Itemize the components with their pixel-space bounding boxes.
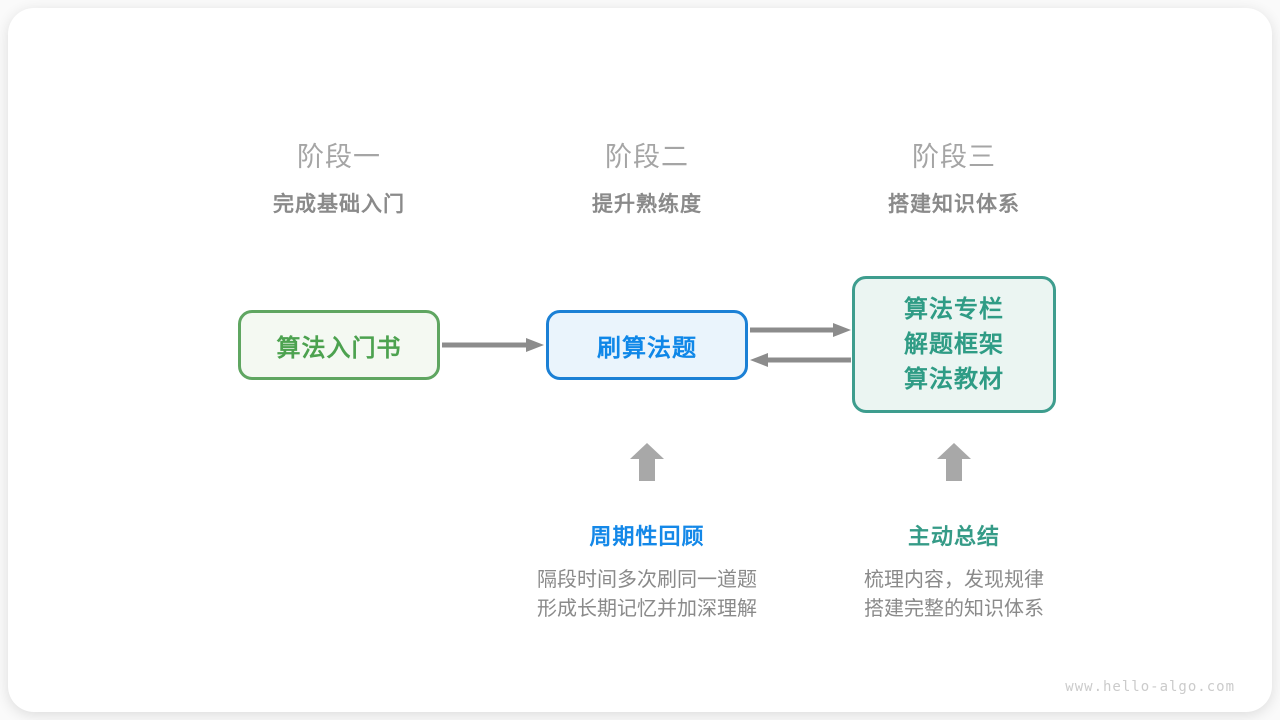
up-arrow-icon: [630, 443, 664, 481]
arrow-right-icon: [442, 338, 544, 352]
diagram-card: 阶段一 阶段二 阶段三 完成基础入门 提升熟练度 搭建知识体系 算法入门书 刷算…: [8, 8, 1272, 712]
stage-2-title: 阶段二: [605, 142, 689, 172]
desc-line: 形成长期记忆并加深理解: [537, 598, 757, 620]
annotation-active-summary-label: 主动总结: [907, 524, 1000, 549]
stage-3-subtitle: 搭建知识体系: [888, 193, 1020, 216]
desc-line: 隔段时间多次刷同一道题: [537, 569, 757, 591]
node-practice-problems-label: 刷算法题: [597, 334, 697, 362]
arrow-left-icon: [750, 353, 851, 367]
arrow-right-icon: [750, 323, 851, 337]
desc-line: 梳理内容，发现规律: [864, 569, 1044, 591]
stage-3-title: 阶段三: [912, 142, 996, 172]
stage-2-subtitle: 提升熟练度: [592, 193, 702, 216]
stage-1-title: 阶段一: [297, 142, 381, 172]
desc-line: 搭建完整的知识体系: [864, 598, 1044, 620]
node-intro-book-label: 算法入门书: [276, 334, 402, 362]
up-arrow-icon: [937, 443, 971, 481]
stage-1-subtitle: 完成基础入门: [273, 193, 405, 216]
node-knowledge-line-1: 算法专栏: [904, 296, 1004, 323]
annotation-periodic-review-label: 周期性回顾: [589, 524, 705, 549]
node-knowledge-resources: 算法专栏 解题框架 算法教材: [852, 276, 1056, 413]
watermark: www.hello-algo.com: [1065, 679, 1235, 695]
annotation-periodic-review-desc: 隔段时间多次刷同一道题 形成长期记忆并加深理解: [487, 566, 807, 624]
node-practice-problems: 刷算法题: [546, 310, 748, 380]
node-knowledge-line-3: 算法教材: [904, 366, 1004, 393]
node-intro-book: 算法入门书: [238, 310, 440, 380]
annotation-active-summary-desc: 梳理内容，发现规律 搭建完整的知识体系: [794, 566, 1114, 624]
node-knowledge-line-2: 解题框架: [904, 331, 1004, 358]
